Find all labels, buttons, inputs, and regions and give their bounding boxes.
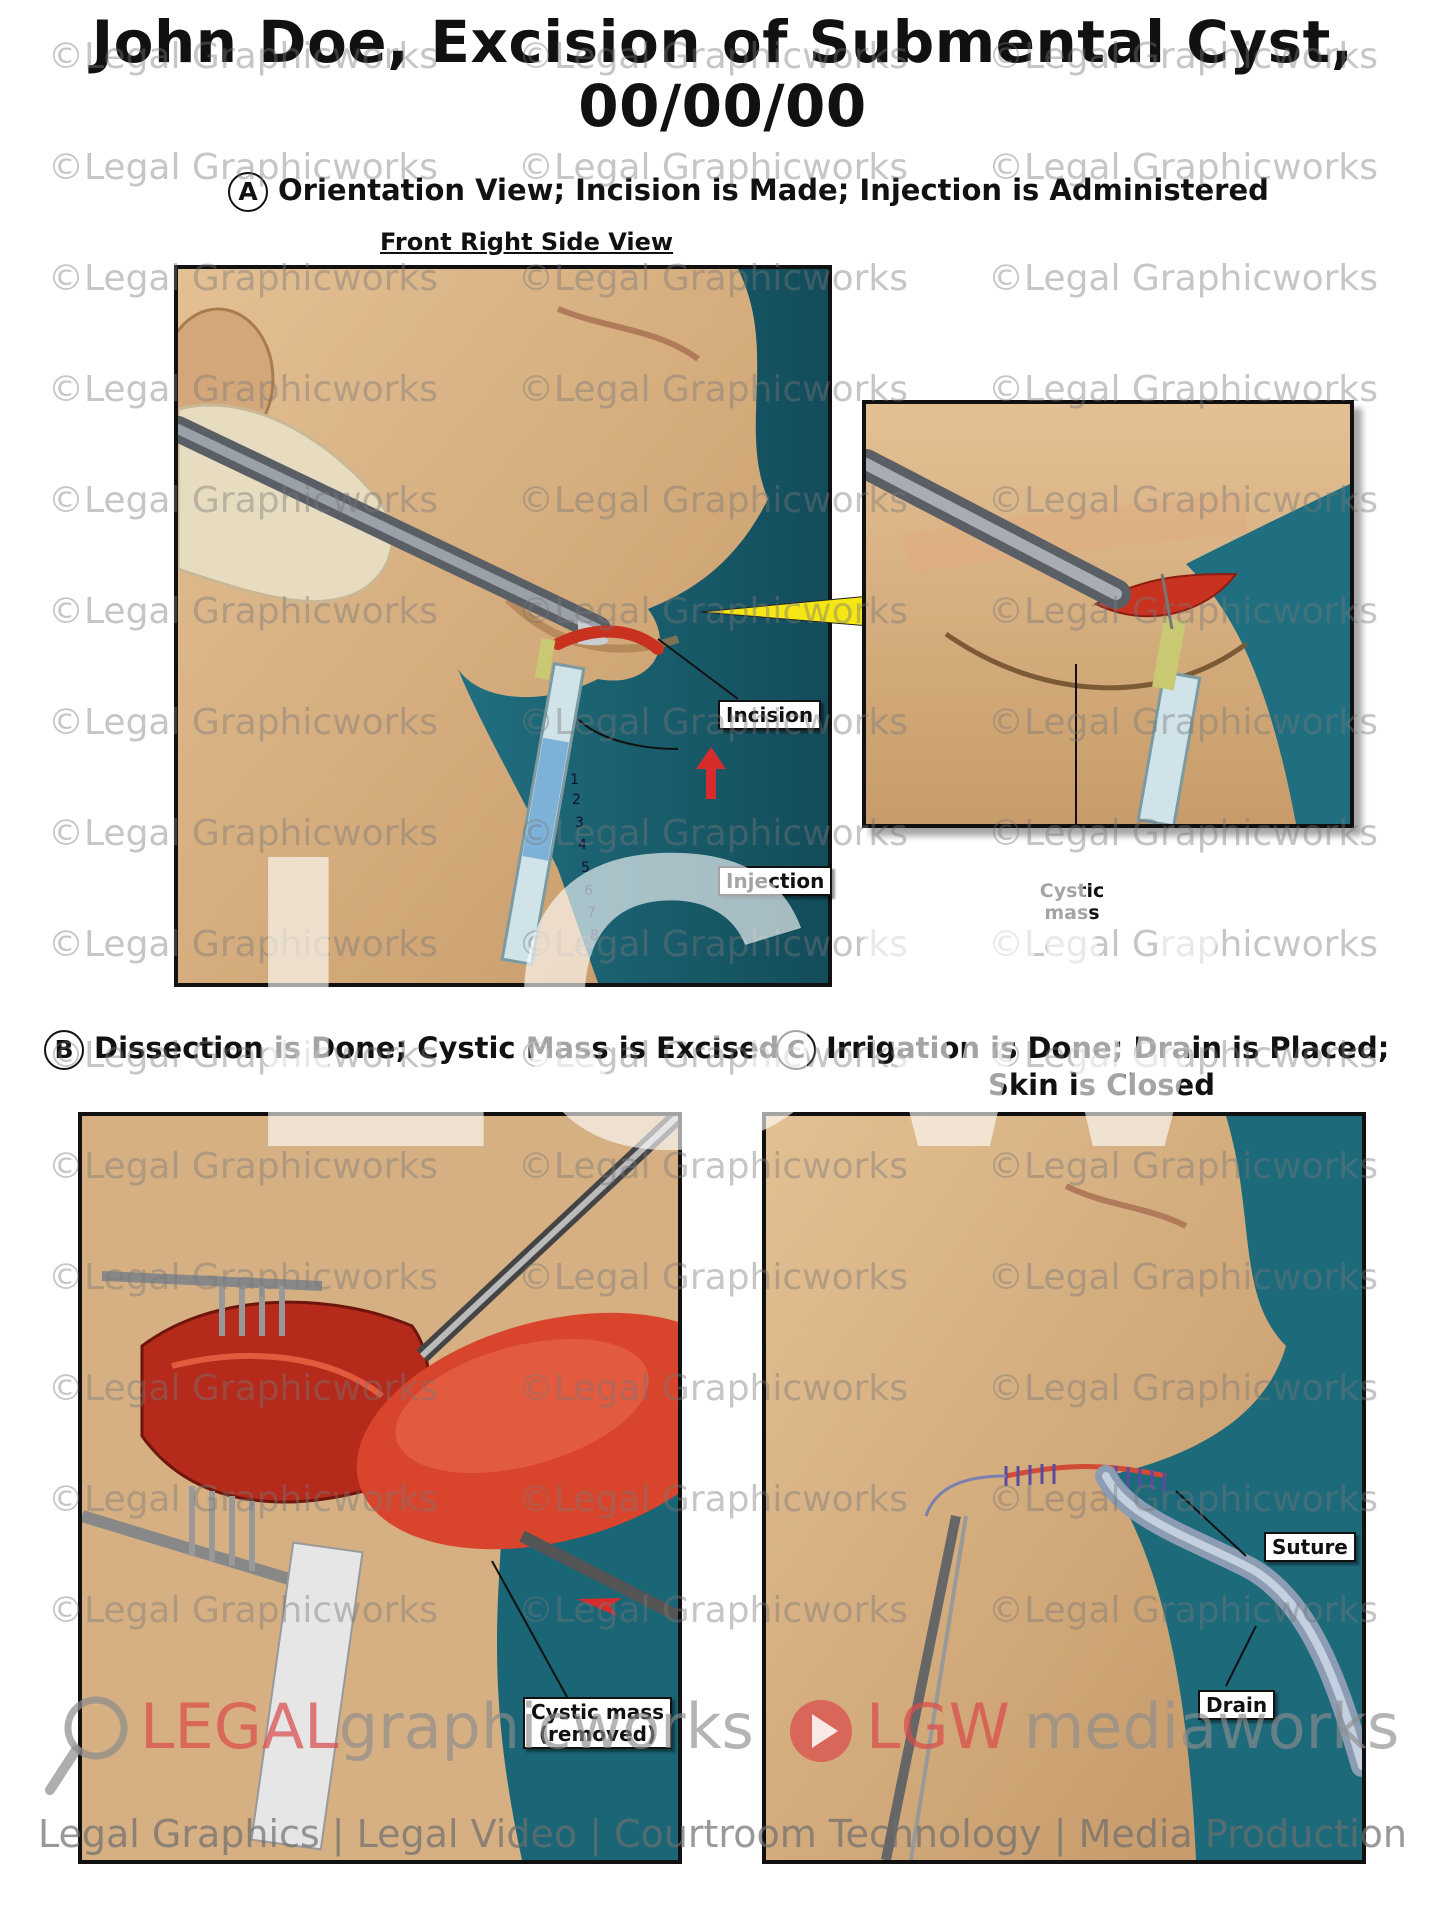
panel-b-letter: B — [44, 1030, 84, 1070]
panel-c-illustration — [762, 1112, 1366, 1864]
panel-a-heading: A Orientation View; Incision is Made; Inj… — [228, 172, 1269, 212]
cystic-mass-inset-label: Cystic mass — [1032, 880, 1112, 924]
drain-callout: Drain — [1198, 1690, 1276, 1720]
cystic-mass-removed-callout: Cystic mass (removed) — [523, 1697, 672, 1749]
syringe-mark-1: 1 — [570, 772, 579, 788]
panel-c-heading-line1: Irrigation is Done; Drain is Placed; — [826, 1031, 1390, 1065]
panel-a-drawing: 1 2 3 4 5 6 7 8 — [178, 269, 828, 983]
syringe-mark-6: 6 — [584, 883, 593, 899]
cystic-mass-inset-label-line2: mass — [1044, 902, 1100, 924]
panel-b-heading-text: Dissection is Done; Cystic Mass is Excis… — [94, 1031, 780, 1065]
cystic-mass-removed-line2: (removed) — [538, 1722, 657, 1746]
panel-a-view-label: Front Right Side View — [380, 228, 674, 256]
panel-c-drawing — [766, 1116, 1362, 1860]
magnifier-icon — [45, 1696, 128, 1795]
syringe-mark-5: 5 — [581, 860, 590, 876]
inset-connector — [700, 595, 870, 627]
injection-callout: Injection — [718, 866, 833, 896]
syringe-mark-2: 2 — [572, 792, 581, 808]
panel-a-letter: A — [228, 172, 268, 212]
watermark-text: ©Legal Graphicworks — [988, 258, 1379, 299]
syringe-mark-7: 7 — [587, 905, 596, 921]
panel-a-illustration: 1 2 3 4 5 6 7 8 — [174, 265, 832, 987]
watermark-text: ©Legal Graphicworks — [988, 924, 1379, 965]
panel-b-heading: B Dissection is Done; Cystic Mass is Exci… — [44, 1030, 779, 1070]
panel-b-illustration — [78, 1112, 682, 1864]
panel-a-heading-text: Orientation View; Incision is Made; Inje… — [278, 173, 1269, 207]
title-line-2: 00/00/00 — [578, 72, 867, 140]
suture-callout: Suture — [1264, 1532, 1356, 1562]
panel-c-heading: C Irrigation is Done; Drain is Placed; — [776, 1030, 1389, 1070]
panel-b-drawing — [82, 1116, 678, 1860]
title-line-1: John Doe, Excision of Submental Cyst, — [91, 8, 1354, 76]
inset-drawing — [866, 404, 1350, 824]
cystic-mass-inset-label-line1: Cystic — [1039, 880, 1105, 902]
syringe-mark-3: 3 — [575, 815, 584, 831]
page-title: John Doe, Excision of Submental Cyst, 00… — [0, 10, 1445, 138]
panel-c-letter: C — [776, 1030, 816, 1070]
incision-callout: Incision — [718, 700, 822, 730]
syringe-mark-4: 4 — [578, 837, 587, 853]
syringe-mark-8: 8 — [590, 928, 599, 944]
play-icon — [790, 1700, 852, 1762]
cystic-mass-removed-line1: Cystic mass — [531, 1700, 664, 1724]
panel-a-inset — [862, 400, 1354, 828]
panel-c-heading-line2: Skin is Closed — [988, 1068, 1215, 1102]
